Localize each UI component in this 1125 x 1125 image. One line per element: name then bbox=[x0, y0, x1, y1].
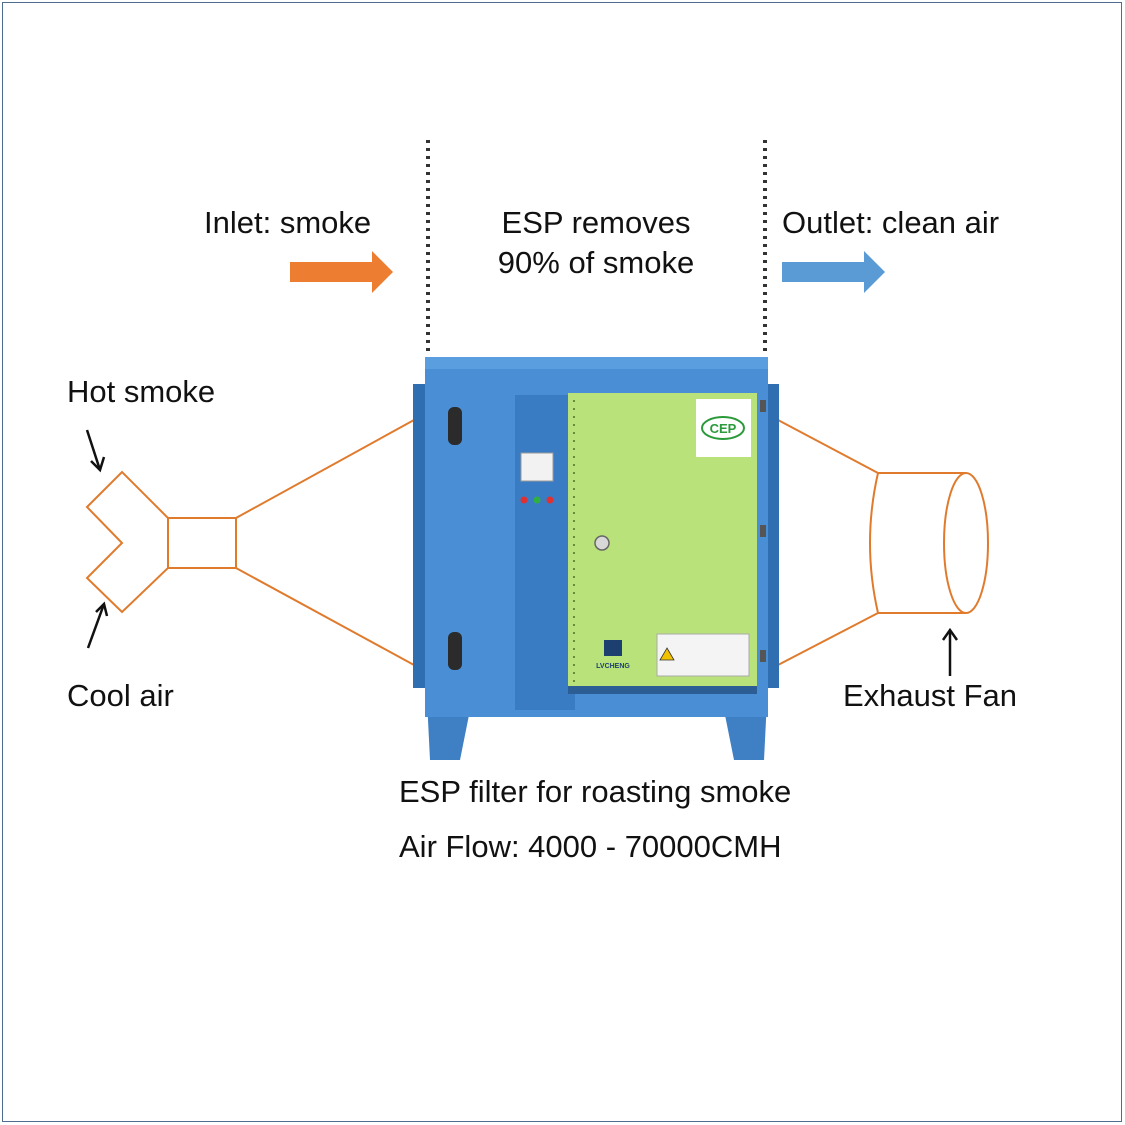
exhaust-fan-opening bbox=[943, 472, 989, 614]
caption-title: ESP filter for roasting smoke bbox=[399, 774, 792, 809]
esp-door-lock bbox=[594, 535, 610, 551]
inlet-arrow bbox=[290, 251, 393, 293]
esp-flange-left bbox=[413, 384, 427, 688]
cool-air-label: Cool air bbox=[67, 678, 174, 713]
cool-air-pointer bbox=[86, 601, 109, 649]
warning-icon bbox=[659, 647, 675, 661]
esp-description-line1: ESP removes bbox=[501, 205, 691, 240]
caption-airflow: Air Flow: 4000 - 70000CMH bbox=[399, 829, 782, 864]
y-junction-duct bbox=[85, 470, 169, 614]
exhaust-fan-pointer bbox=[941, 627, 959, 676]
exhaust-fan-label: Exhaust Fan bbox=[843, 678, 1018, 713]
esp-handle-bottom bbox=[448, 632, 462, 670]
cert-logo-text: CEP bbox=[710, 421, 737, 436]
outlet-cone-top bbox=[777, 419, 879, 474]
hot-smoke-pointer bbox=[85, 429, 106, 473]
inlet-label: Inlet: smoke bbox=[204, 205, 372, 240]
exhaust-fan-body bbox=[869, 472, 966, 614]
esp-description-line2: 90% of smoke bbox=[497, 245, 695, 280]
esp-meter bbox=[520, 452, 554, 482]
esp-handle-top bbox=[448, 407, 462, 445]
info-label bbox=[656, 633, 750, 677]
esp-unit: CEP LVCHENG bbox=[413, 357, 779, 760]
outlet-cone-bottom bbox=[777, 612, 879, 666]
duct-connector bbox=[167, 517, 237, 569]
outlet-arrow bbox=[782, 251, 885, 293]
brand-text: LVCHENG bbox=[596, 663, 630, 670]
inlet-cone-bottom bbox=[235, 567, 415, 666]
hot-smoke-label: Hot smoke bbox=[67, 374, 216, 409]
esp-flange-right bbox=[766, 384, 779, 688]
cert-sticker bbox=[696, 399, 751, 457]
brand-logo-icon bbox=[604, 640, 622, 656]
outlet-label: Outlet: clean air bbox=[782, 205, 1000, 240]
esp-control-box bbox=[515, 395, 575, 710]
inlet-cone-top bbox=[235, 419, 415, 519]
